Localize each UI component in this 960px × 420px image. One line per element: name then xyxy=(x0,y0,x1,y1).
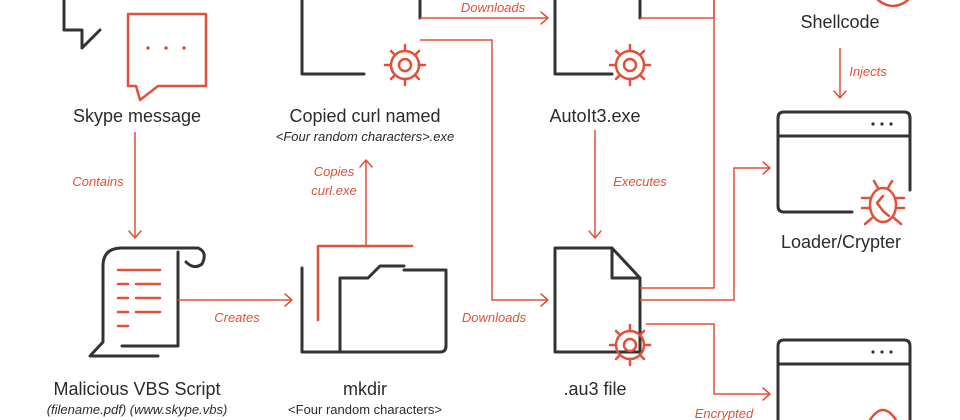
edge-injects-label: Injects xyxy=(849,64,887,79)
arrow-au3-up xyxy=(640,0,715,289)
chat-bubbles-icon xyxy=(62,0,208,102)
curl-label: Copied curl named xyxy=(289,106,440,126)
edge-copies-label-2: curl.exe xyxy=(311,183,357,198)
arrow-injects xyxy=(833,48,847,99)
edge-downloads-top-label: Downloads xyxy=(461,0,526,15)
bug-icon xyxy=(868,408,898,420)
edge-contains-label: Contains xyxy=(72,174,124,189)
scroll-icon xyxy=(88,246,206,358)
arrow-contains xyxy=(128,132,142,239)
autoit-file-gear-icon xyxy=(553,0,652,87)
mkdir-label: mkdir xyxy=(343,379,387,399)
edge-encrypted-label: Encrypted xyxy=(695,406,754,420)
skype-message-label: Skype message xyxy=(73,106,201,126)
arrow-downloads-bottom xyxy=(420,39,549,307)
loader-window-icon xyxy=(776,110,912,226)
gear-icon xyxy=(383,43,427,87)
arrow-to-loader xyxy=(640,161,771,301)
arrow-top-right xyxy=(640,0,715,19)
edge-downloads-bottom-label: Downloads xyxy=(462,310,527,325)
curl-file-gear-icon xyxy=(300,0,427,87)
shellcode-label: Shellcode xyxy=(800,12,879,32)
autoit-label: AutoIt3.exe xyxy=(549,106,640,126)
gear-icon xyxy=(608,323,652,367)
au3-label: .au3 file xyxy=(563,379,626,399)
folder-icon xyxy=(300,244,448,354)
shellcode-gear-icon xyxy=(876,0,910,8)
arrow-copies xyxy=(359,159,373,246)
edge-copies-label-1: Copies xyxy=(314,164,355,179)
vbs-sublabel: (filename.pdf) (www.skype.vbs) xyxy=(47,402,228,417)
arrow-executes xyxy=(588,130,602,239)
arrow-creates xyxy=(178,293,293,307)
au3-file-icon xyxy=(553,246,652,367)
mkdir-sublabel: <Four random characters> xyxy=(288,402,442,417)
curl-sublabel: <Four random characters>.exe xyxy=(276,129,454,144)
payload-window-icon xyxy=(776,338,912,420)
loader-label: Loader/Crypter xyxy=(781,232,901,252)
vbs-label: Malicious VBS Script xyxy=(53,379,220,399)
arrow-encrypted xyxy=(646,323,771,401)
bug-icon xyxy=(860,179,906,226)
edge-executes-label: Executes xyxy=(613,174,667,189)
arrow-downloads-top xyxy=(420,11,549,25)
gear-icon xyxy=(608,43,652,87)
edge-creates-label: Creates xyxy=(214,310,260,325)
